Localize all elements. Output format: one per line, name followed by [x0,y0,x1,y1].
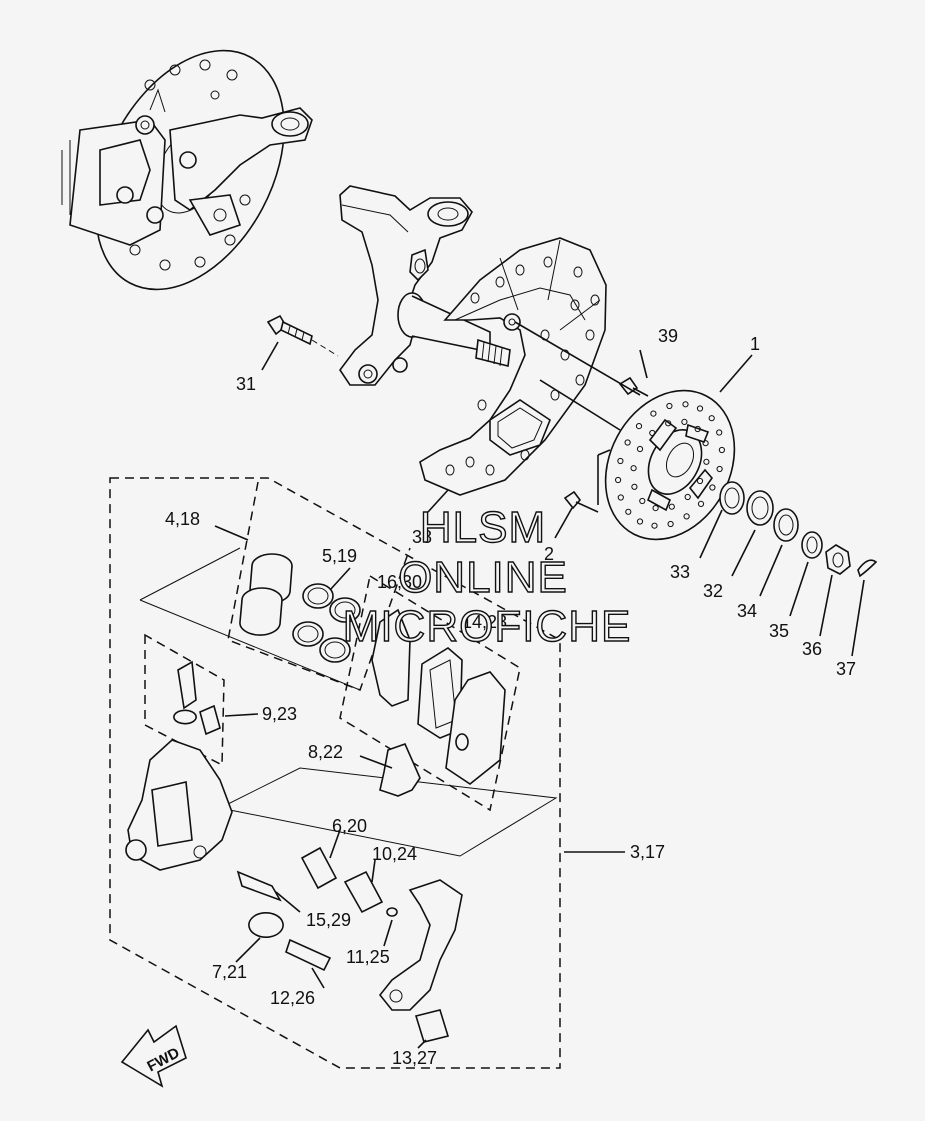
disc-hole [636,445,644,453]
callout-31: 31 [236,374,256,394]
disc-hole [696,477,704,485]
callout-7-21: 7,21 [212,962,247,982]
disc-hole [709,484,716,491]
callout-2: 2 [544,544,554,564]
disc-hole [682,401,689,408]
disc-guard [419,237,607,496]
disc-hole [667,520,674,528]
callout-10-24: 10,24 [372,844,417,864]
disc-hole [652,505,659,512]
caliper-parts [120,553,506,1088]
disc-hole [716,465,723,473]
callout-labels: 1 39 31 38 2 33 32 34 35 36 37 4,18 5,19… [144,326,856,1075]
disc-hole [684,493,691,501]
disc-holes [615,401,726,529]
callout-14-28: 14,28 [462,612,507,632]
disc-hole [666,402,673,410]
disc-hole [703,458,710,465]
disc-hole [639,497,646,505]
disc-hole [624,439,631,446]
watermark-line-2: ONLINE [398,553,568,602]
assembled-view [61,49,313,291]
disc-hole [702,440,709,447]
leader-lines-lower [214,525,427,1049]
callout-15-29: 15,29 [306,910,351,930]
callout-8-22: 8,22 [308,742,343,762]
watermark-line-3: MICROFICHE [343,602,632,651]
watermark: HLSM ONLINE MICROFICHE [342,502,632,651]
callout-33: 33 [670,562,690,582]
callout-11-25: 11,25 [346,947,390,967]
steering-knuckle [339,185,511,386]
disc-hole [615,476,622,484]
disc-hole [665,420,672,427]
callout-9-23: 9,23 [262,704,297,724]
disc-hole [617,494,624,501]
disc-hole [651,522,658,529]
disc-hole [631,483,638,490]
callout-6-20: 6,20 [332,816,367,836]
callout-37: 37 [836,659,856,679]
leader-lines-upper [261,321,865,657]
disc-hole [668,503,675,510]
callout-12-26: 12,26 [270,988,315,1008]
disc-hole [649,429,656,437]
watermark-line-1: HLSM [420,503,546,552]
disc-hole [617,457,624,465]
brake-disc [604,389,736,541]
disc-hole [708,415,715,422]
callout-36: 36 [802,639,822,659]
callout-3-17: 3,17 [630,842,665,862]
hub-parts [266,314,878,578]
callout-5-19: 5,19 [322,546,357,566]
callout-35: 35 [769,621,789,641]
callout-38: 38 [412,527,432,547]
callout-4-18: 4,18 [165,509,200,529]
callout-1: 1 [750,334,760,354]
disc-hole [718,446,726,454]
disc-hole [635,423,643,430]
disc-hole [696,405,704,412]
callout-16-30: 16,30 [377,572,422,592]
callout-39: 39 [658,326,678,346]
callout-13-27: 13,27 [392,1048,437,1068]
disc-hole [716,429,723,436]
disc-hole [625,508,632,515]
callout-32: 32 [703,581,723,601]
disc-hole [650,410,657,417]
disc-hole [630,465,637,472]
disc-hole [636,518,644,525]
callout-34: 34 [737,601,757,621]
disc-hole [683,513,690,520]
disc-hole [694,425,701,433]
disc-hole [697,500,705,507]
disc-hole [681,418,688,425]
